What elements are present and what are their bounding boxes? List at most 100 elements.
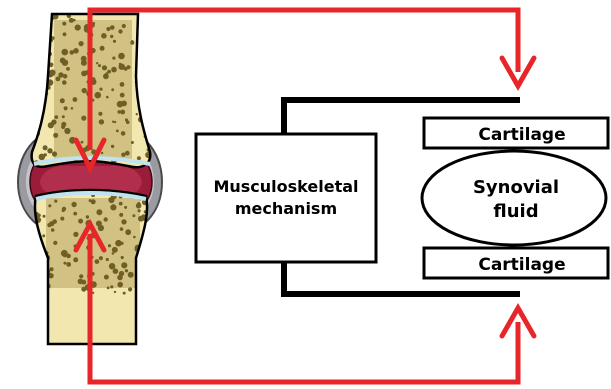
bone-texture-spot: [106, 27, 110, 31]
bone-texture-spot: [43, 145, 48, 150]
bone-texture-spot: [118, 29, 122, 33]
bone-texture-spot: [112, 247, 118, 253]
bone-texture-spot: [110, 35, 113, 38]
bone-texture-spot: [49, 221, 54, 226]
bone-texture-spot: [52, 151, 57, 156]
bone-texture-spot: [73, 232, 78, 237]
bone-texture-spot: [119, 213, 123, 217]
bone-texture-spot: [113, 40, 116, 43]
bone-texture-spot: [48, 204, 51, 207]
bone-texture-spot: [122, 24, 126, 28]
bone-texture-spot: [121, 153, 125, 157]
bone-texture-spot: [137, 156, 141, 160]
bone-texture-spot: [126, 65, 130, 69]
bone-texture-spot: [62, 49, 69, 56]
bone-texture-spot: [117, 282, 123, 288]
bone-texture-spot: [71, 202, 76, 207]
bone-texture-spot: [66, 67, 70, 71]
bone-texture-spot: [123, 292, 126, 295]
bone-texture-spot: [54, 115, 58, 119]
bone-texture-spot: [131, 141, 134, 144]
bone-texture-spot: [54, 200, 57, 203]
bone-texture-spot: [73, 19, 76, 22]
bone-texture-spot: [121, 101, 127, 107]
bone-texture-spot: [121, 256, 124, 259]
bone-texture-spot: [60, 98, 65, 103]
synovial-label-line1: Synovial: [473, 177, 559, 198]
bone-texture-spot: [146, 92, 149, 95]
bone-texture-spot: [75, 25, 81, 31]
bone-texture-spot: [98, 64, 101, 67]
bone-texture-spot: [145, 62, 149, 66]
bone-texture-spot: [81, 60, 87, 66]
bone-texture-spot: [138, 276, 144, 282]
bone-texture-spot: [37, 214, 41, 218]
bone-texture-spot: [73, 212, 77, 216]
bone-texture-spot: [102, 65, 107, 70]
bone-texture-spot: [71, 107, 74, 110]
bone-texture-spot: [64, 106, 68, 110]
bone-texture-spot: [145, 104, 148, 107]
bone-texture-spot: [63, 262, 66, 265]
bone-texture-spot: [119, 271, 124, 276]
bone-texture-spot: [100, 46, 105, 51]
bone-texture-spot: [37, 63, 41, 67]
bone-texture-spot: [112, 121, 114, 123]
bone-texture-spot: [53, 133, 58, 138]
bone-texture-spot: [47, 148, 52, 153]
bone-texture-spot: [70, 50, 75, 55]
bone-texture-spot: [62, 80, 67, 85]
bone-texture-spot: [49, 70, 55, 76]
bone-texture-spot: [136, 113, 138, 115]
bone-texture-spot: [36, 272, 39, 275]
bone-texture-spot: [63, 74, 68, 79]
bone-texture-spot: [118, 53, 125, 60]
bone-texture-spot: [113, 268, 119, 274]
bone-texture-spot: [128, 287, 132, 291]
bone-texture-spot: [112, 252, 115, 255]
bone-texture-spot: [144, 14, 148, 18]
bone-texture-spot: [106, 258, 109, 261]
bone-texture-spot: [110, 204, 116, 210]
bone-texture-spot: [143, 238, 150, 245]
bone-texture-spot: [98, 222, 101, 225]
musculoskeletal-box: [196, 134, 376, 262]
bone-texture-spot: [149, 113, 152, 116]
bone-texture-spot: [149, 81, 152, 84]
bone-texture-spot: [125, 229, 131, 235]
bone-texture-spot: [98, 112, 102, 116]
bone-texture-spot: [110, 285, 113, 288]
bone-texture-spot: [151, 17, 154, 20]
bone-texture-spot: [120, 227, 124, 231]
bone-texture-spot: [38, 253, 41, 256]
bone-texture-spot: [116, 130, 119, 133]
bone-texture-spot: [45, 46, 48, 49]
bone-texture-spot: [73, 97, 78, 102]
bone-texture-spot: [34, 68, 39, 73]
bone-texture-spot: [110, 25, 115, 30]
bone-texture-spot: [99, 119, 104, 124]
bone-texture-spot: [121, 219, 126, 224]
bone-texture-spot: [101, 152, 103, 154]
bone-texture-spot: [96, 62, 98, 64]
bone-texture-spot: [95, 259, 100, 264]
bone-texture-spot: [73, 257, 78, 262]
bone-texture-spot: [136, 203, 142, 209]
bone-texture-spot: [81, 116, 86, 121]
bone-texture-spot: [53, 241, 57, 245]
bone-texture-spot: [128, 272, 134, 278]
bone-texture-spot: [44, 38, 49, 43]
bone-texture-spot: [107, 287, 110, 290]
bone-texture-spot: [104, 275, 109, 280]
bone-texture-spot: [119, 202, 123, 206]
bone-texture-spot: [51, 228, 55, 232]
bone-texture-spot: [89, 199, 92, 202]
musculoskeletal-label-line2: mechanism: [235, 199, 337, 218]
bone-texture-spot: [132, 214, 135, 217]
bone-texture-spot: [62, 22, 66, 26]
bone-texture-spot: [40, 69, 44, 73]
bone-texture-spot: [48, 122, 54, 128]
bone-texture-spot: [133, 236, 136, 239]
bone-texture-spot: [66, 262, 71, 267]
bone-texture-spot: [43, 17, 48, 22]
